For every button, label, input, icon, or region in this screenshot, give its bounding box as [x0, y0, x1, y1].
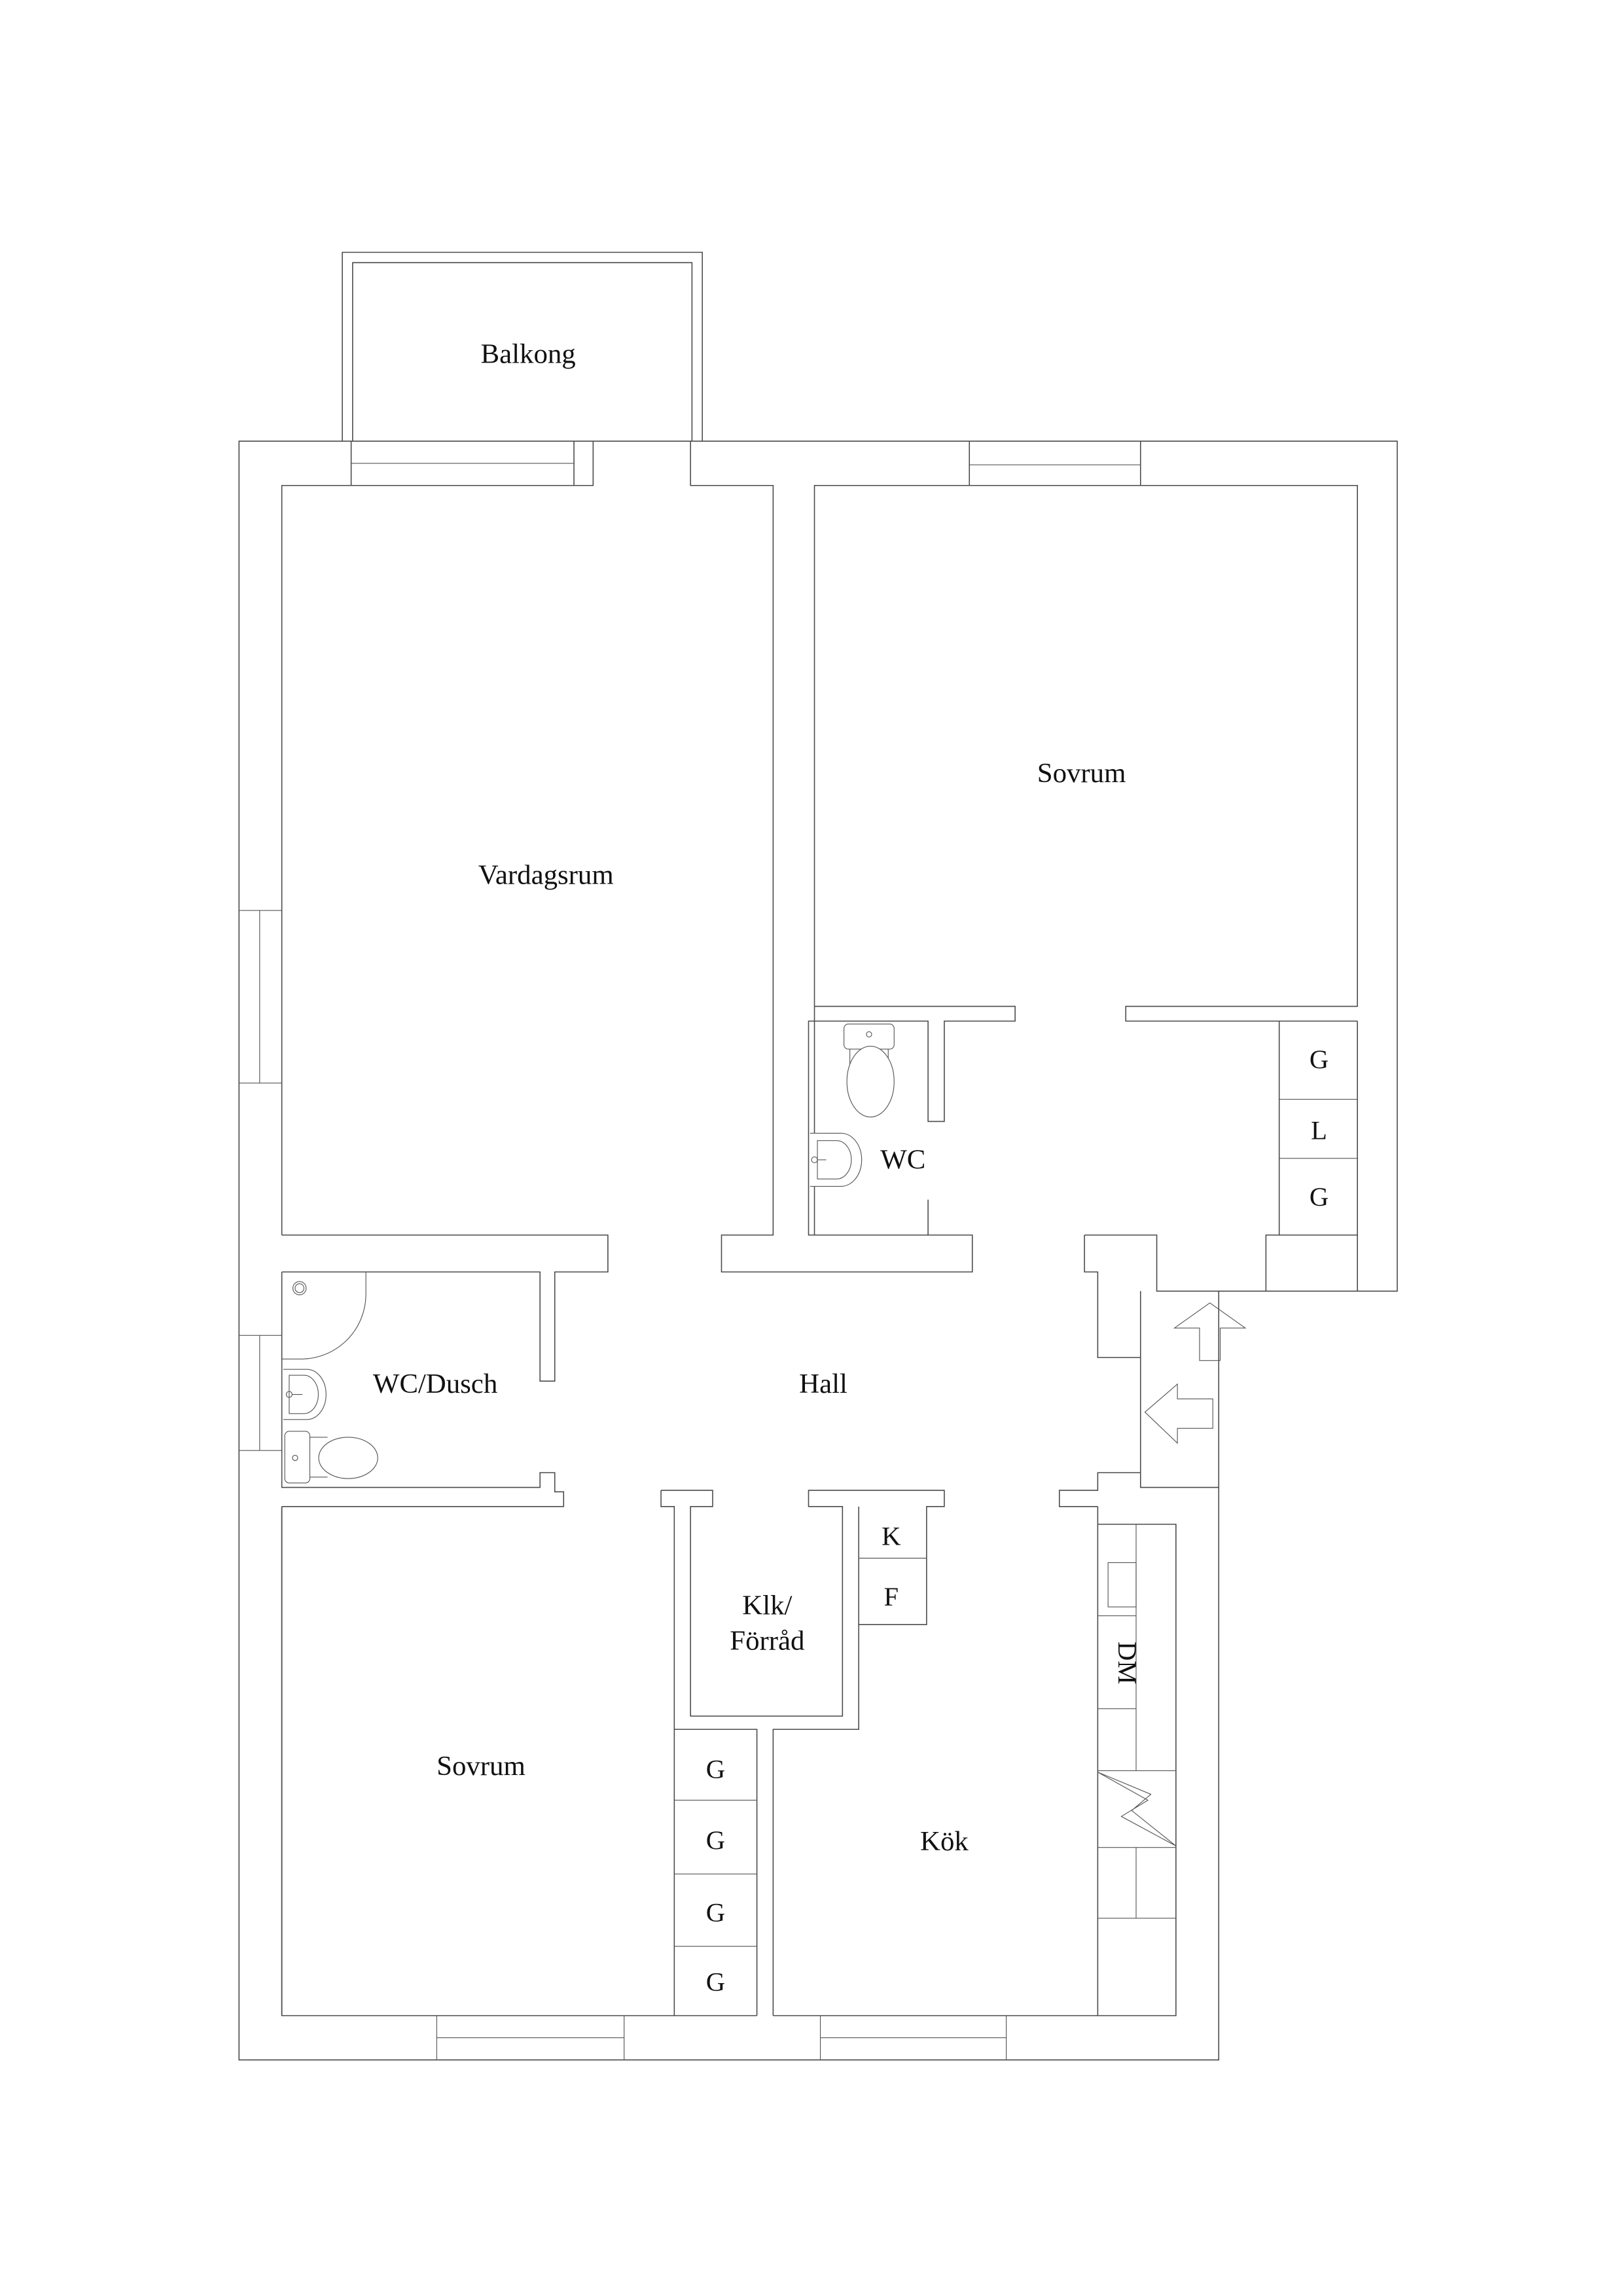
balcony-label: Balkong — [481, 339, 576, 370]
living-room-label: Vardagsrum — [478, 859, 614, 890]
wc-shower-label: WC/Dusch — [373, 1369, 497, 1399]
arrow-up-icon — [1173, 1302, 1247, 1361]
bedroom-bottom-label: Sovrum — [437, 1751, 526, 1782]
arrow-left-icon — [1144, 1383, 1213, 1444]
wc-shower: WC/Dusch — [281, 1272, 565, 1507]
storage-label-line2: Förråd — [730, 1626, 804, 1657]
closet-label: G — [706, 1897, 725, 1927]
outer-walls — [238, 440, 1398, 2061]
sink-icon — [283, 1369, 327, 1420]
storage: Klk/ Förråd K F — [660, 1490, 945, 2016]
closet-label: L — [1311, 1115, 1327, 1145]
entrance — [1058, 1234, 1247, 1507]
hall-closets: G L G — [1265, 1021, 1358, 1291]
wc-label: WC — [880, 1145, 925, 1175]
toilet-icon — [284, 1431, 378, 1484]
closet-label: G — [1310, 1182, 1329, 1211]
dishwasher-label: DM — [1113, 1641, 1142, 1684]
sink-icon — [1107, 1562, 1137, 1607]
toilet-icon — [844, 1024, 895, 1118]
wc-small: WC — [810, 1024, 925, 1187]
closet-label: G — [706, 1967, 725, 1996]
bedroom-top-label: Sovrum — [1037, 758, 1126, 789]
closet-label: G — [706, 1825, 725, 1855]
fridge-label: K — [882, 1521, 901, 1551]
storage-label-line1: Klk/ — [742, 1590, 792, 1621]
sink-icon — [810, 1132, 863, 1187]
bedroom-top: Sovrum — [808, 441, 1358, 1236]
hall-label: Hall — [799, 1369, 847, 1399]
stove-icon — [1097, 1772, 1177, 1846]
bedroom-bottom: Sovrum G G G G — [281, 1506, 757, 2060]
kitchen: DM Kök — [773, 1506, 1177, 2060]
hall: Hall — [799, 1369, 847, 1399]
living-room: Vardagsrum — [281, 441, 973, 1382]
kitchen-label: Kök — [920, 1826, 969, 1857]
shower-icon — [281, 1272, 366, 1482]
closet-label: G — [706, 1755, 725, 1784]
balcony: Balkong — [342, 251, 703, 442]
freezer-label: F — [883, 1582, 899, 1611]
closet-label: G — [1310, 1045, 1329, 1074]
